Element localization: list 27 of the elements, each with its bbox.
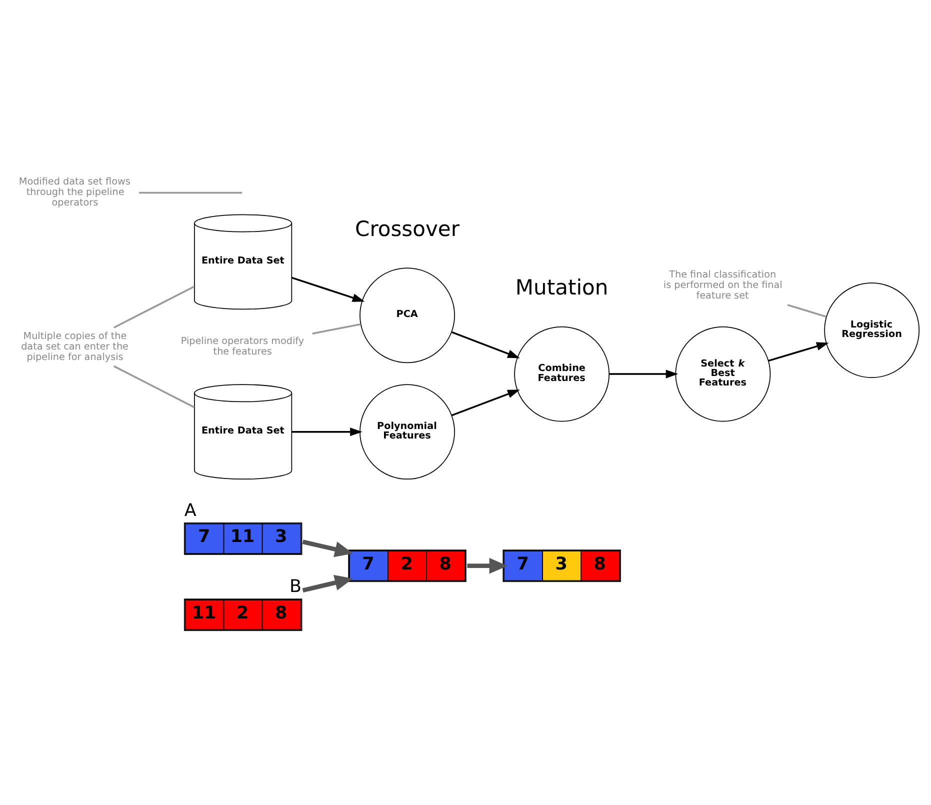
node-label: A bbox=[184, 500, 196, 521]
node-label: B bbox=[289, 577, 302, 598]
arrow bbox=[609, 370, 678, 378]
connector bbox=[138, 192, 242, 194]
arrow bbox=[452, 390, 520, 416]
node-text: Pipeline operators modify the features bbox=[180, 336, 304, 358]
node-text: Modified data set flows through the pipeline operators bbox=[18, 176, 130, 209]
arrow bbox=[768, 342, 829, 362]
node-circle: Combine Features bbox=[514, 326, 610, 422]
connector bbox=[114, 365, 195, 408]
label: Mutation bbox=[515, 274, 608, 300]
arrow bbox=[292, 428, 362, 436]
label: Crossover bbox=[355, 216, 460, 241]
connector bbox=[114, 286, 195, 328]
connector bbox=[312, 323, 361, 334]
arrow bbox=[467, 558, 508, 574]
node-text: The final classification is performed on the final feature set bbox=[663, 270, 782, 302]
connector bbox=[787, 304, 826, 318]
node-text: Multiple copies of the data set can enter the pipeline for analysis bbox=[21, 330, 128, 363]
arrow bbox=[302, 574, 354, 593]
node-circle: Logistic Regression bbox=[824, 282, 920, 378]
arrow bbox=[452, 331, 520, 358]
arrow bbox=[292, 276, 365, 302]
node-circle: Select k Best Features bbox=[675, 326, 771, 422]
arrow bbox=[302, 540, 354, 558]
node-circle: PCA bbox=[360, 268, 455, 364]
node-circle: Polynomial Features bbox=[360, 384, 455, 480]
